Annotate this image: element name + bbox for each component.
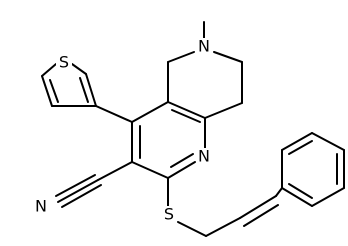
bond-s-ch2 [177,221,207,237]
bond-c4-c4a [131,101,169,123]
bond-ch-ch-double-inner [243,204,279,227]
bond-cn-triple-1 [57,179,99,203]
bond-c4a-c8a [167,101,206,119]
bond-thio-s-c5 [41,63,57,77]
bond-n-ch2-right [213,51,243,63]
bond-ph-inner-3 [288,183,313,199]
bond-n-ch2-left [167,51,195,63]
bond-ch-phenyl [275,187,283,197]
bond-c4-thiophene [95,105,133,123]
bond-c4a-c8a-inner [171,109,201,123]
bond-ph-3 [311,132,345,151]
atom-label-thioether-sulfur: S [164,205,174,224]
bond-ph-2 [281,132,313,151]
bond-n1-c2-inner [170,153,194,168]
bond-c2-c3 [131,161,169,179]
bond-ph-6 [281,187,313,207]
bond-n1-c2 [167,161,196,179]
bond-thio-c5-c4 [41,75,53,107]
bond-thio-c2-s [71,63,87,75]
atom-labels: N N S S N [33,37,212,224]
atom-label-ring-nitrogen: N [198,37,210,56]
bond-thio-c2-c3-inner [79,77,89,103]
atom-label-pyridine-nitrogen: N [198,147,210,166]
atom-label-thiophene-sulfur: S [59,53,69,72]
bond-thio-c5-c4-inner [49,79,59,103]
bond-ph-5 [311,187,345,207]
bond-ch2-c8a [204,102,243,119]
bond-cn-triple-2 [55,174,96,197]
bond-c3-cn [97,161,133,181]
bond-ph-inner-1 [288,140,313,155]
bond-ch-ch-double [239,195,277,219]
bonds [41,21,345,237]
bond-thio-c2-c3 [85,73,97,107]
bond-ch2-ch [205,217,241,237]
bond-cn-triple-3 [61,184,102,208]
atom-label-nitrile-nitrogen: N [35,197,47,216]
